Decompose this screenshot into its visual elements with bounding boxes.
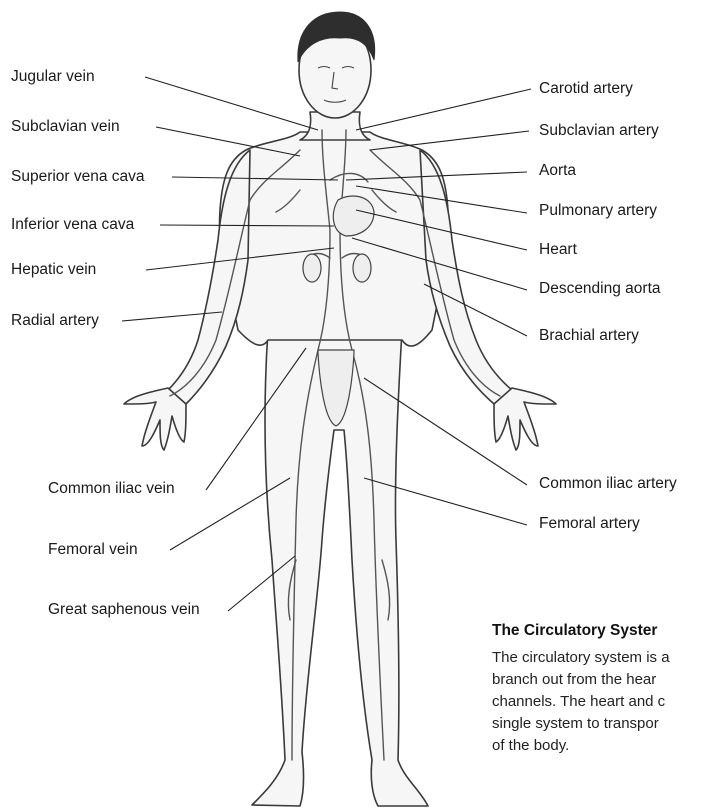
label-femoral-artery: Femoral artery — [539, 515, 640, 533]
label-pulmonary-artery: Pulmonary artery — [539, 202, 657, 220]
right-kidney — [353, 254, 371, 282]
label-inferior-vena-cava: Inferior vena cava — [11, 216, 134, 234]
label-brachial-artery: Brachial artery — [539, 327, 639, 345]
label-hepatic-vein: Hepatic vein — [11, 261, 96, 279]
info-line: of the body. — [492, 735, 702, 757]
info-line: channels. The heart and c — [492, 691, 702, 713]
info-line: The circulatory system is a — [492, 647, 702, 669]
label-descending-aorta: Descending aorta — [539, 280, 661, 298]
label-subclavian-artery: Subclavian artery — [539, 122, 659, 140]
label-subclavian-vein: Subclavian vein — [11, 118, 120, 136]
info-title: The Circulatory Syster — [492, 621, 702, 641]
label-great-saphenous-vein: Great saphenous vein — [48, 601, 200, 619]
info-line: single system to transpor — [492, 713, 702, 735]
label-femoral-vein: Femoral vein — [48, 541, 138, 559]
info-panel: The Circulatory Syster The circulatory s… — [492, 621, 702, 757]
label-common-iliac-artery: Common iliac artery — [539, 475, 677, 493]
label-jugular-vein: Jugular vein — [11, 68, 95, 86]
label-heart: Heart — [539, 241, 577, 259]
info-line: branch out from the hear — [492, 669, 702, 691]
label-common-iliac-vein: Common iliac vein — [48, 480, 175, 498]
label-radial-artery: Radial artery — [11, 312, 99, 330]
label-aorta: Aorta — [539, 162, 576, 180]
left-kidney — [303, 254, 321, 282]
info-body: The circulatory system is a branch out f… — [492, 647, 702, 757]
label-superior-vena-cava: Superior vena cava — [11, 168, 145, 186]
label-carotid-artery: Carotid artery — [539, 80, 633, 98]
